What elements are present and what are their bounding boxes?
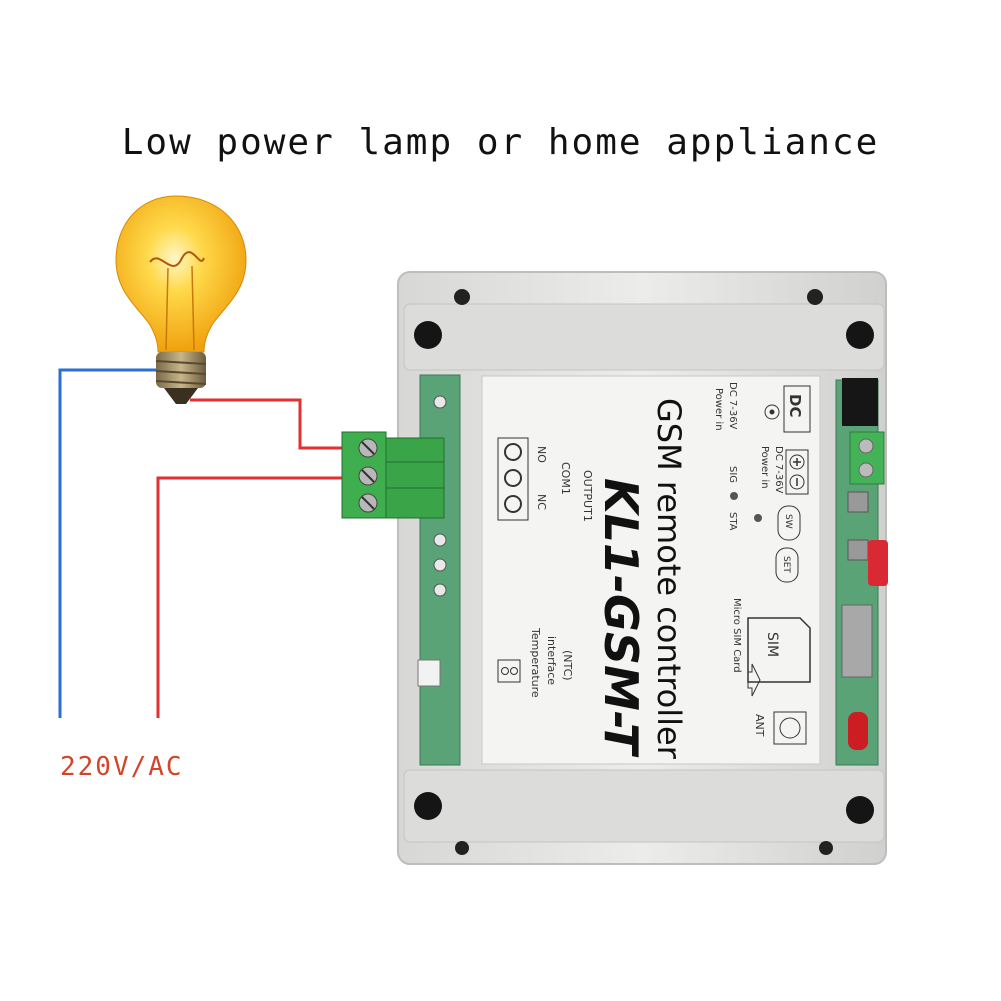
sim-label: SIM (764, 632, 780, 657)
output-group-label: OUTPUT1 (581, 470, 594, 522)
temperature-line-2: interface (545, 636, 558, 685)
power-line-2b: DC 7-36V (773, 446, 784, 494)
lightbulb-icon (115, 195, 247, 404)
nc-label: NC (535, 494, 548, 510)
power-line-1a: Power in (713, 388, 724, 431)
device-subtitle: GSM remote controller (650, 398, 688, 760)
terminal-block (341, 431, 445, 519)
power-line-1b: DC 7-36V (727, 382, 738, 430)
sw-button-icon (777, 505, 801, 541)
antenna-connector-icon (773, 711, 807, 745)
set-label: SET (781, 556, 791, 573)
voltage-label: 220V/AC (60, 752, 184, 782)
relay-terminal-icon (497, 437, 529, 521)
headline: Low power lamp or home appliance (121, 122, 880, 163)
sim-slot-label: Micro SIM Card (731, 598, 742, 673)
sig-led-icon (730, 492, 738, 500)
polarity-icons (785, 449, 809, 495)
temperature-line-1: Temperature (529, 627, 542, 698)
sta-label: STA (727, 512, 738, 531)
sta-led-icon (754, 514, 762, 522)
gsm-controller-device (397, 271, 888, 865)
neutral-wire (58, 368, 158, 718)
temperature-connector-icon (497, 659, 521, 683)
temperature-line-3: (NTC) (561, 650, 574, 681)
live-wire-supply (156, 476, 345, 718)
no-label: NO (535, 446, 548, 463)
dc-jack-icon (764, 404, 780, 420)
power-line-2a: Power in (759, 446, 770, 489)
model-name: KL1-GSM-T (594, 478, 648, 758)
arrow-left-icon (747, 663, 761, 697)
sim-card-icon (747, 617, 811, 683)
sw-label: SW (783, 514, 793, 529)
com-label: COM1 (559, 462, 572, 495)
set-button-icon (775, 547, 799, 583)
dc-box-icon (783, 385, 811, 433)
live-wire-lamp (190, 398, 345, 450)
sig-label: SIG (727, 466, 738, 483)
dc-label: DC (786, 394, 804, 417)
device-label: NO COM1 NC OUTPUT1 Temperature interface… (497, 382, 811, 760)
ant-label: ANT (753, 714, 766, 737)
